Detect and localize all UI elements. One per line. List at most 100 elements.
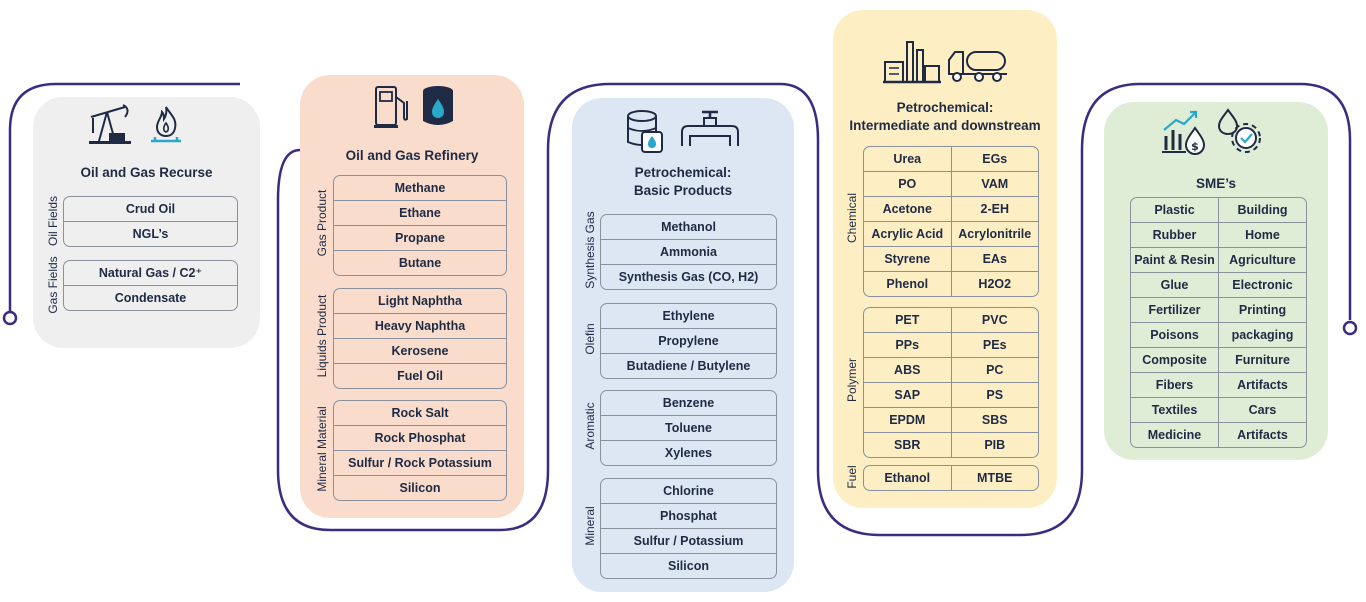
stage-title: Oil and Gas Recurse xyxy=(80,165,213,180)
list-item: Fibers xyxy=(1155,378,1194,392)
list-item: Plastic xyxy=(1154,203,1195,217)
item-group: Methane Ethane Propane Butane xyxy=(333,175,507,276)
stage-title-line2: Basic Products xyxy=(633,183,733,198)
item-group: Benzene Toluene Xylenes xyxy=(600,390,777,466)
list-item: SAP xyxy=(894,388,921,402)
pipeline-valve-icon xyxy=(680,108,740,157)
list-item: PC xyxy=(950,358,1039,382)
list-item: Methanol xyxy=(661,220,716,234)
list-item: Poisons xyxy=(1150,328,1199,342)
list-item: Agriculture xyxy=(1218,248,1306,272)
list-item: Condensate xyxy=(64,285,237,310)
list-item: Xylenes xyxy=(601,440,776,465)
item-group: Chlorine Phosphat Sulfur / Potassium Sil… xyxy=(600,478,777,579)
list-item: Ethylene xyxy=(662,309,715,323)
group-label: Synthesis Gas xyxy=(583,211,597,289)
list-item: Phenol xyxy=(886,277,929,291)
list-item: Fuel Oil xyxy=(334,363,506,388)
oil-pump-jack-icon xyxy=(87,103,133,150)
list-item: EPDM xyxy=(889,413,926,427)
list-item: Building xyxy=(1218,198,1306,222)
growth-chart-dollar-icon: $ xyxy=(1162,110,1208,161)
list-item: Sulfur / Potassium xyxy=(601,528,776,553)
list-item: Electronic xyxy=(1218,273,1306,297)
list-item: PIB xyxy=(950,433,1039,457)
start-node xyxy=(2,310,18,326)
stage-card-petrochemical-basic: Petrochemical: Basic Products Synthesis … xyxy=(572,98,794,592)
list-item: Acetone xyxy=(882,202,932,216)
stage-card-oil-gas-resource: Oil and Gas Recurse Oil Fields Crud Oil … xyxy=(33,97,260,348)
list-item: Rock Phosphat xyxy=(334,425,506,450)
list-item: PET xyxy=(895,313,920,327)
list-item: Light Naphtha xyxy=(377,294,462,308)
list-item: PO xyxy=(898,177,917,191)
item-group: Methanol Ammonia Synthesis Gas (CO, H2) xyxy=(600,214,777,290)
list-item: Home xyxy=(1218,223,1306,247)
list-item: PPs xyxy=(895,338,920,352)
list-item: Acrylonitrile xyxy=(950,222,1039,246)
list-item: Ethanol xyxy=(884,471,931,485)
group-label: Olefin xyxy=(583,323,597,355)
group-label: Oil Fields xyxy=(46,195,60,247)
list-item: Crud Oil xyxy=(125,202,176,216)
storage-tank-icon xyxy=(624,108,666,159)
list-item: Styrene xyxy=(884,252,931,266)
list-item: NGL’s xyxy=(64,221,237,246)
list-item: Textiles xyxy=(1151,403,1198,417)
list-item: Butadiene / Butylene xyxy=(601,353,776,378)
group-label: Mineral xyxy=(583,506,597,546)
item-group: Crud Oil NGL’s xyxy=(63,196,238,247)
svg-text:$: $ xyxy=(1191,140,1199,153)
list-item: EAs xyxy=(950,247,1039,271)
list-item: Printing xyxy=(1218,298,1306,322)
list-item: Synthesis Gas (CO, H2) xyxy=(601,264,776,289)
list-item: SBS xyxy=(950,408,1039,432)
list-item: Composite xyxy=(1142,353,1207,367)
list-item: Butane xyxy=(334,250,506,275)
end-node xyxy=(1342,320,1358,336)
list-item: Silicon xyxy=(334,475,506,500)
list-item: SBR xyxy=(894,438,921,452)
group-label: Fuel xyxy=(845,465,859,489)
oil-barrel-icon xyxy=(418,83,458,134)
list-item: Artifacts xyxy=(1218,423,1306,447)
list-item: Silicon xyxy=(601,553,776,578)
list-item: packaging xyxy=(1218,323,1306,347)
list-item: H2O2 xyxy=(950,272,1039,296)
list-item: Sulfur / Rock Potassium xyxy=(334,450,506,475)
list-item: Methane xyxy=(394,181,446,195)
list-item: Ethane xyxy=(334,200,506,225)
list-item: Furniture xyxy=(1218,348,1306,372)
list-item: Benzene xyxy=(662,396,715,410)
item-group: Natural Gas / C2⁺ Condensate xyxy=(63,260,238,311)
list-item: Cars xyxy=(1218,398,1306,422)
list-item: Rubber xyxy=(1152,228,1197,242)
stage-title: Oil and Gas Refinery xyxy=(345,148,479,163)
stage-title: SME’s xyxy=(1195,176,1236,191)
list-item: PS xyxy=(950,383,1039,407)
list-item: PVC xyxy=(950,308,1039,332)
stage-card-petrochemical-intermediate: Petrochemical: Intermediate and downstre… xyxy=(833,10,1057,508)
stage-title-line2: Intermediate and downstream xyxy=(849,118,1041,133)
list-item: Phosphat xyxy=(601,503,776,528)
drop-gear-icon xyxy=(1214,108,1264,161)
group-label: Gas Product xyxy=(315,189,329,257)
gas-flame-icon xyxy=(145,103,187,150)
group-label: Aromatic xyxy=(583,402,597,450)
list-item: Urea xyxy=(893,152,922,166)
group-label: Mineral Material xyxy=(315,406,329,492)
stage-card-refinery: Oil and Gas Refinery Gas Product Methane… xyxy=(300,75,524,518)
list-item: Rock Salt xyxy=(391,406,449,420)
list-item: Propylene xyxy=(601,328,776,353)
list-item: Medicine xyxy=(1147,428,1202,442)
list-item: Natural Gas / C2⁺ xyxy=(98,266,203,280)
fuel-pump-icon xyxy=(372,83,412,134)
list-item: Toluene xyxy=(601,415,776,440)
list-item: Propane xyxy=(334,225,506,250)
list-item: 2-EH xyxy=(950,197,1039,221)
